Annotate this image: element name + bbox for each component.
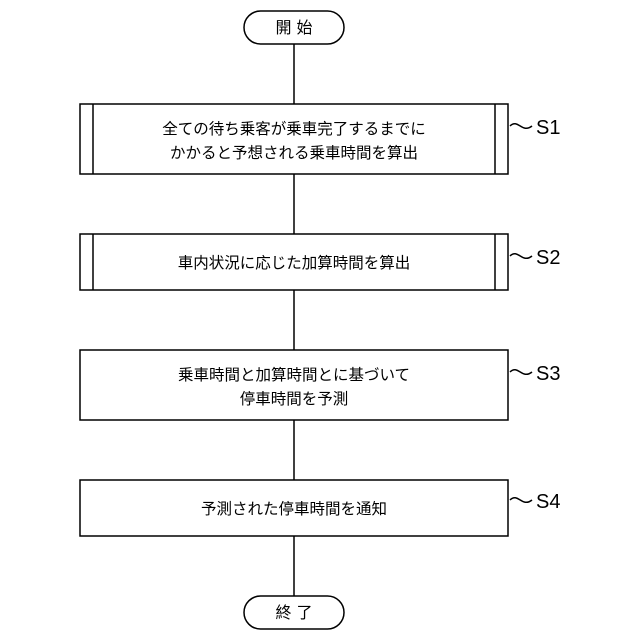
step-s2-text-line-1: 車内状況に応じた加算時間を算出 bbox=[178, 253, 411, 272]
end-label: 終 了 bbox=[275, 603, 312, 622]
step-s1-leader bbox=[510, 124, 532, 129]
step-s3-text-line-2: 停車時間を予測 bbox=[240, 390, 349, 408]
step-s2-id: S2 bbox=[536, 247, 560, 269]
step-s4-id: S4 bbox=[536, 491, 560, 513]
step-s1-text-line-1: 全ての待ち乗客が乗車完了するまでに bbox=[162, 120, 426, 138]
step-s1-id: S1 bbox=[536, 117, 560, 139]
step-s4-leader bbox=[510, 498, 532, 503]
step-s3-id: S3 bbox=[536, 363, 560, 385]
step-s1: 全ての待ち乗客が乗車完了するまでに かかると予想される乗車時間を算出 S1 bbox=[80, 104, 560, 174]
start-terminator: 開 始 bbox=[244, 11, 344, 44]
step-s2-leader bbox=[510, 254, 532, 259]
step-s1-box bbox=[80, 104, 508, 174]
step-s3-text-line-1: 乗車時間と加算時間とに基づいて bbox=[178, 365, 410, 384]
step-s3-leader bbox=[510, 370, 532, 375]
step-s4-text-line-1: 予測された停車時間を通知 bbox=[201, 500, 387, 518]
step-s1-text-line-2: かかると予想される乗車時間を算出 bbox=[170, 143, 418, 162]
end-terminator: 終 了 bbox=[244, 596, 344, 629]
step-s2: 車内状況に応じた加算時間を算出 S2 bbox=[80, 234, 560, 290]
step-s3: 乗車時間と加算時間とに基づいて 停車時間を予測 S3 bbox=[80, 350, 560, 420]
start-label: 開 始 bbox=[275, 18, 312, 37]
step-s3-box bbox=[80, 350, 508, 420]
step-s4: 予測された停車時間を通知 S4 bbox=[80, 480, 560, 536]
